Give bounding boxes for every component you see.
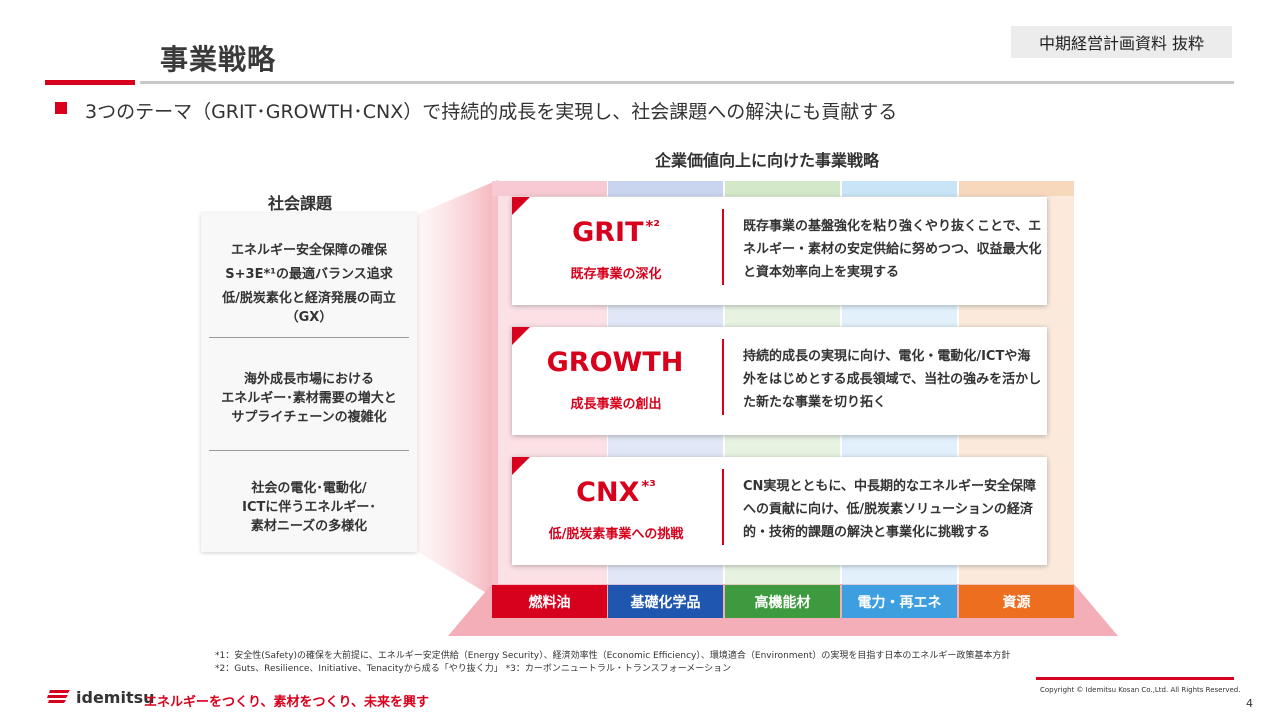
theme-subtitle: 成長事業の創出 bbox=[570, 397, 662, 412]
strategy-heading: 企業価値向上に向けた事業戦略 bbox=[655, 151, 880, 170]
issue-divider bbox=[209, 337, 409, 338]
segment-cap bbox=[842, 181, 957, 196]
issue-line: エネルギー･素材需要の増大と bbox=[221, 391, 397, 406]
segment-cap bbox=[608, 181, 723, 196]
issue-divider bbox=[209, 450, 409, 451]
issue-line: 社会の電化･電動化/ bbox=[251, 481, 367, 496]
segment-label-fuel-oil: 燃料油 bbox=[492, 585, 607, 618]
idemitsu-logo-icon bbox=[47, 690, 70, 703]
theme-card-cnx: CNX*³ 低/脱炭素事業への挑戦 CN実現とともに、中長期的なエネルギー安全保… bbox=[512, 457, 1047, 565]
footer-accent-line bbox=[1036, 677, 1234, 680]
corporate-slogan: エネルギーをつくり、素材をつくり、未来を興す bbox=[144, 695, 429, 710]
theme-subtitle: 低/脱炭素事業への挑戦 bbox=[548, 527, 684, 542]
card-divider bbox=[722, 339, 724, 415]
issue-line: ICTに伴うエネルギー･ bbox=[242, 500, 376, 515]
issue-line: 海外成長市場における bbox=[243, 372, 374, 387]
card-corner-mark bbox=[512, 457, 530, 475]
segment-label-resources: 資源 bbox=[959, 585, 1074, 618]
lead-text: 3つのテーマ（GRIT･GROWTH･CNX）で持続的成長を実現し、社会課題への… bbox=[85, 101, 898, 123]
source-badge: 中期経営計画資料 抜粋 bbox=[1011, 26, 1232, 58]
card-divider bbox=[722, 469, 724, 545]
page-number: 4 bbox=[1246, 697, 1253, 710]
segment-cap bbox=[959, 181, 1074, 196]
issue-group-2: 海外成長市場における エネルギー･素材需要の増大と サプライチェーンの複雑化 bbox=[201, 370, 417, 427]
page-title: 事業戦略 bbox=[160, 43, 277, 76]
theme-card-growth: GROWTH 成長事業の創出 持続的成長の実現に向け、電化・電動化/ICTや海外… bbox=[512, 327, 1047, 435]
card-divider bbox=[722, 209, 724, 285]
social-issues-heading: 社会課題 bbox=[268, 194, 333, 213]
issue-line: （GX） bbox=[285, 310, 333, 325]
segment-label-functional-materials: 高機能材 bbox=[725, 585, 840, 618]
social-issues-panel: エネルギー安全保障の確保 S+3E*¹の最適バランス追求 低/脱炭素化と経済発展… bbox=[201, 213, 417, 552]
card-corner-mark bbox=[512, 327, 530, 345]
theme-name: CNX*³ bbox=[576, 477, 656, 508]
issue-line: 低/脱炭素化と経済発展の両立 bbox=[222, 291, 396, 306]
footnote-1: *1：安全性(Safety)の確保を大前提に、エネルギー安定供給（Energy … bbox=[215, 651, 1011, 661]
issue-line: S+3E*¹の最適バランス追求 bbox=[225, 267, 393, 282]
issue-group-1: エネルギー安全保障の確保 S+3E*¹の最適バランス追求 低/脱炭素化と経済発展… bbox=[201, 241, 417, 327]
card-corner-mark bbox=[512, 197, 530, 215]
issue-line: エネルギー安全保障の確保 bbox=[230, 243, 387, 258]
segment-cap bbox=[492, 181, 607, 196]
issue-line: サプライチェーンの複雑化 bbox=[231, 410, 387, 425]
funnel-connector bbox=[418, 180, 498, 600]
segment-label-power-renewables: 電力・再エネ bbox=[842, 585, 957, 618]
issue-line: 素材ニーズの多様化 bbox=[250, 519, 368, 534]
copyright-text: Copyright © Idemitsu Kosan Co.,Ltd. All … bbox=[1040, 686, 1241, 694]
title-underline bbox=[140, 81, 1234, 84]
segment-cap bbox=[725, 181, 840, 196]
theme-name: GRIT*² bbox=[572, 217, 660, 248]
theme-name: GROWTH bbox=[546, 347, 684, 378]
theme-subtitle: 既存事業の深化 bbox=[570, 267, 662, 282]
theme-card-grit: GRIT*² 既存事業の深化 既存事業の基盤強化を粘り強くやり抜くことで、エネル… bbox=[512, 197, 1047, 305]
idemitsu-logo-text: idemitsu bbox=[76, 688, 155, 707]
theme-description: 既存事業の基盤強化を粘り強くやり抜くことで、エネルギー・素材の安定供給に努めつつ… bbox=[743, 219, 1042, 280]
issue-group-3: 社会の電化･電動化/ ICTに伴うエネルギー･ 素材ニーズの多様化 bbox=[201, 479, 417, 536]
title-accent-bar bbox=[45, 80, 135, 85]
segment-label-basic-chemicals: 基礎化学品 bbox=[608, 585, 723, 618]
theme-description: CN実現とともに、中長期的なエネルギー安全保障への貢献に向け、低/脱炭素ソリュー… bbox=[743, 479, 1037, 540]
bullet-square-icon bbox=[55, 102, 67, 114]
theme-description: 持続的成長の実現に向け、電化・電動化/ICTや海外をはじめとする成長領域で、当社… bbox=[743, 349, 1042, 410]
footnote-2: *2：Guts、Resilience、Initiative、Tenacityから… bbox=[215, 664, 732, 674]
